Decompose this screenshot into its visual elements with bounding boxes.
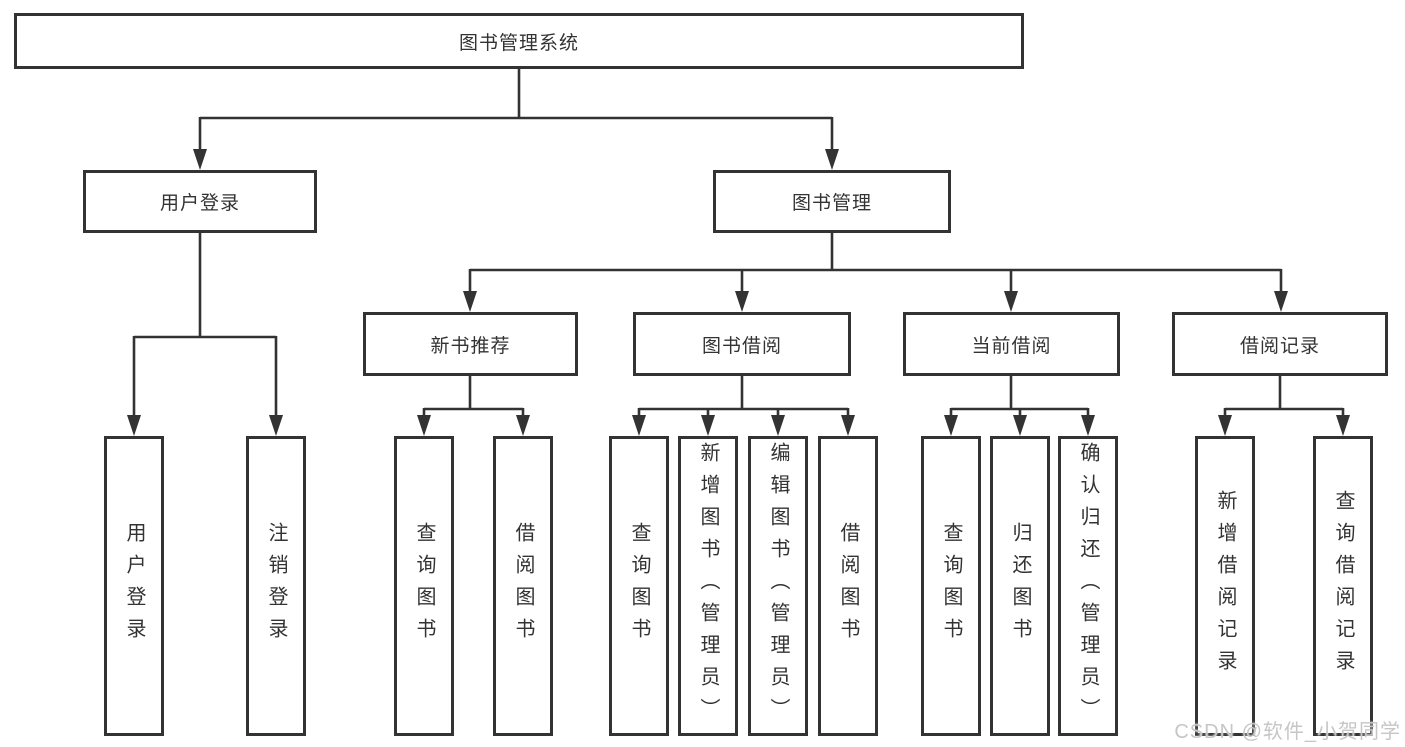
node-current-borrow-label: 当前借阅 [971,335,1052,357]
leaf-rec-query-book: 查询图书 [394,436,454,736]
leaf-cb-confirm-return-admin-label: 确认归还（管理员） [1077,442,1099,730]
node-user-login: 用户登录 [83,170,317,233]
leaf-bb-edit-book-admin: 编辑图书（管理员） [748,436,808,736]
node-borrow-records-label: 借阅记录 [1239,335,1320,357]
csdn-watermark: CSDN @软件_小贺同学 [1174,721,1401,743]
node-book-borrow-label: 图书借阅 [701,335,782,357]
leaf-bb-add-book-admin: 新增图书（管理员） [678,436,738,736]
node-book-borrow: 图书借阅 [633,312,851,376]
leaf-bb-borrow-book-label: 借阅图书 [837,522,859,650]
leaf-rec-borrow-book-label: 借阅图书 [512,522,534,650]
node-new-book-recommend-label: 新书推荐 [430,335,511,357]
arrowheads [127,149,1350,436]
leaf-logout-label: 注销登录 [265,522,287,650]
leaf-br-add-record: 新增借阅记录 [1195,436,1255,736]
leaf-bb-query-book: 查询图书 [609,436,669,736]
leaf-cb-return-book-label: 归还图书 [1009,522,1031,650]
leaf-br-query-record: 查询借阅记录 [1313,436,1373,736]
leaf-bb-query-book-label: 查询图书 [628,522,650,650]
node-book-management: 图书管理 [713,170,951,233]
node-new-book-recommend: 新书推荐 [363,312,578,376]
leaf-bb-edit-book-admin-label: 编辑图书（管理员） [767,442,789,730]
leaf-user-login-label: 用户登录 [123,522,145,650]
leaf-br-query-record-label: 查询借阅记录 [1332,490,1354,682]
leaf-cb-return-book: 归还图书 [990,436,1050,736]
leaf-cb-query-book: 查询图书 [921,436,981,736]
node-book-management-label: 图书管理 [791,193,872,214]
leaf-cb-confirm-return-admin: 确认归还（管理员） [1058,436,1118,736]
leaf-bb-add-book-admin-label: 新增图书（管理员） [697,442,719,730]
node-current-borrow: 当前借阅 [903,312,1120,376]
node-root: 图书管理系统 [14,13,1024,69]
node-root-label: 图书管理系统 [458,32,579,54]
leaf-user-login: 用户登录 [104,436,164,736]
node-borrow-records: 借阅记录 [1172,312,1388,376]
leaf-bb-borrow-book: 借阅图书 [818,436,878,736]
leaf-cb-query-book-label: 查询图书 [940,522,962,650]
leaf-br-add-record-label: 新增借阅记录 [1214,490,1236,682]
leaf-logout: 注销登录 [246,436,306,736]
leaf-rec-borrow-book: 借阅图书 [493,436,553,736]
leaf-rec-query-book-label: 查询图书 [413,522,435,650]
node-user-login-label: 用户登录 [159,193,240,214]
